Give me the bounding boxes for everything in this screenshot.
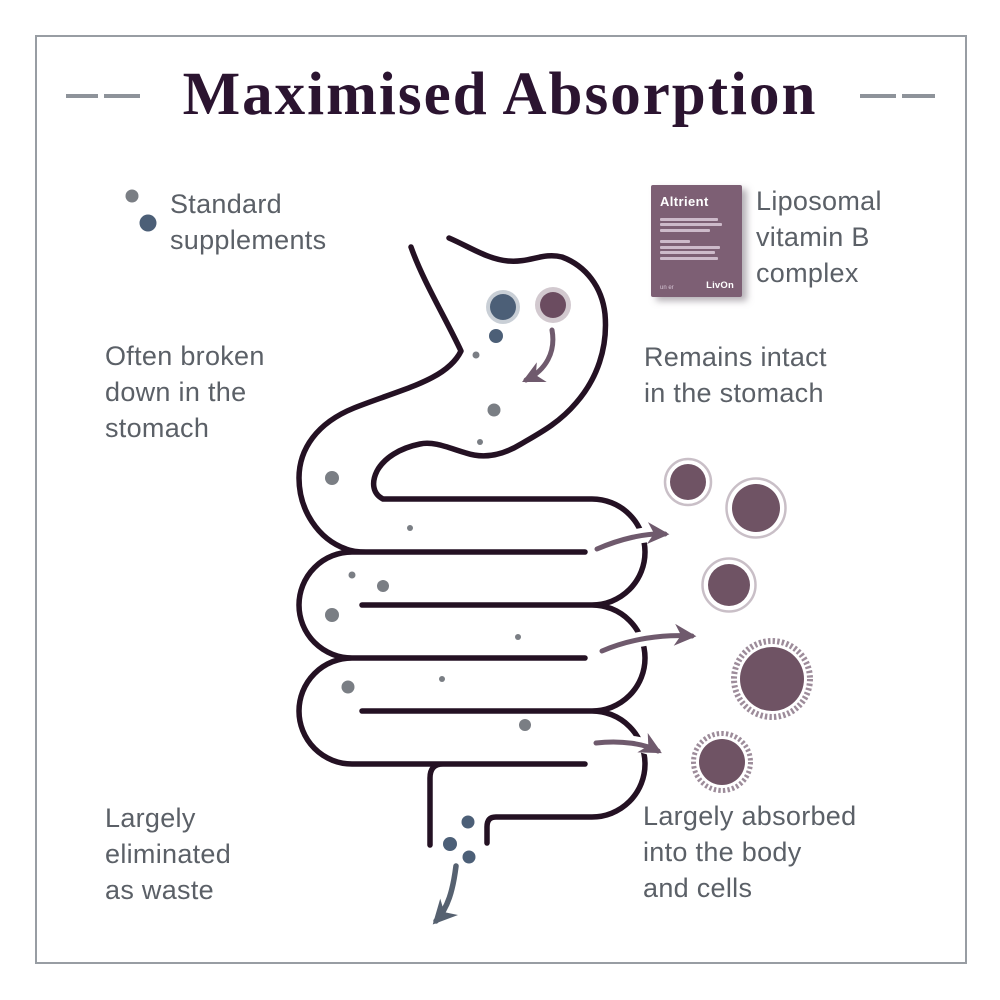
particle-dot: [490, 294, 516, 320]
liposome-core: [699, 739, 745, 785]
product-tiny-text: un er: [660, 285, 674, 291]
stomach-breakdown-arrow: [522, 327, 556, 383]
particle-dot: [472, 351, 480, 359]
liposome-membrane: [701, 557, 757, 613]
liposomal-line2: vitamin B: [756, 222, 870, 252]
caption-line: Largely: [105, 803, 196, 833]
product-maker: LivOn: [706, 280, 734, 291]
caption-line: in the stomach: [644, 378, 824, 408]
particle-dot: [489, 329, 503, 343]
particle-dot: [139, 214, 157, 232]
caption-line: Remains intact: [644, 342, 827, 372]
particle-dot: [377, 580, 389, 592]
tract-wall-inner: [296, 244, 588, 848]
caption-largely-eliminated: Largely eliminated as waste: [105, 800, 231, 908]
liposomal-line1: Liposomal: [756, 186, 882, 216]
title-dash-right-inner: [860, 94, 896, 98]
product-text-bar: [660, 256, 718, 260]
particle-dot: [519, 719, 531, 731]
particle-dot: [443, 837, 457, 851]
tract-wall-outer: [359, 235, 648, 846]
caption-line: and cells: [643, 873, 753, 903]
caption-line: stomach: [105, 413, 210, 443]
product-brand: Altrient: [660, 194, 709, 209]
label-liposomal: Liposomal vitamin B complex: [756, 183, 882, 291]
caption-largely-absorbed: Largely absorbed into the body and cells: [643, 798, 856, 906]
page-title: Maximised Absorption: [182, 61, 818, 128]
particle-dot: [462, 850, 476, 864]
altrient-product-box: Altrient un er LivOn: [651, 185, 742, 297]
caption-line: eliminated: [105, 839, 232, 869]
title-dash-right-outer: [902, 94, 935, 98]
absorb-arrow-1: [594, 522, 670, 552]
caption-remains-intact: Remains intact in the stomach: [644, 339, 827, 411]
liposome-core: [670, 464, 706, 500]
liposome-membrane: [691, 731, 753, 793]
particle-dot: [487, 403, 501, 417]
product-text-bar: [660, 245, 720, 249]
product-text-bar: [660, 228, 710, 232]
particle-dot: [439, 676, 445, 682]
caption-often-broken: Often broken down in the stomach: [105, 338, 265, 446]
legend-standard-supplements: Standard supplements: [170, 186, 326, 258]
liposome-membrane: [725, 477, 787, 539]
particle-dot: [325, 471, 339, 485]
liposome-core: [708, 564, 750, 606]
caption-line: down in the: [105, 377, 247, 407]
absorb-arrow-2: [599, 623, 697, 654]
waste-arrow: [432, 863, 459, 925]
title-dash-left-inner: [104, 94, 140, 98]
caption-line: as waste: [105, 875, 214, 905]
caption-line: Often broken: [105, 341, 265, 371]
absorb-arrow-3: [593, 732, 662, 754]
particle-dot: [125, 189, 139, 203]
liposome-membrane: [663, 457, 713, 507]
particle-dot: [348, 571, 356, 579]
legend-line1: Standard: [170, 189, 282, 219]
particle-dot: [407, 525, 413, 531]
particle-dot: [540, 292, 566, 318]
product-text-bar: [660, 240, 690, 243]
legend-line2: supplements: [170, 225, 327, 255]
particle-dot: [461, 815, 475, 829]
caption-line: into the body: [643, 837, 802, 867]
liposome-core: [740, 647, 804, 711]
particle-dot: [325, 608, 339, 622]
product-text-bar: [660, 217, 718, 221]
title-dash-left-outer: [66, 94, 98, 98]
particle-dot: [477, 439, 483, 445]
particles-layer: [125, 189, 571, 864]
caption-line: Largely absorbed: [643, 801, 857, 831]
liposome-core: [732, 484, 780, 532]
product-text-bar: [660, 251, 715, 254]
particle-dot: [341, 680, 355, 694]
liposomal-line3: complex: [756, 258, 859, 288]
product-text-bar: [660, 223, 722, 226]
particle-dot: [515, 634, 521, 640]
liposome-membrane: [731, 638, 813, 720]
liposomes-layer: [663, 457, 813, 793]
